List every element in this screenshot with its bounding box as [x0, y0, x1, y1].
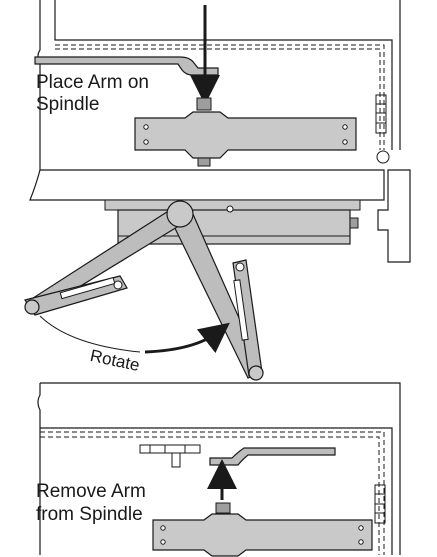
- top-hinge: [375, 94, 387, 134]
- bottom-bracket: [139, 444, 201, 468]
- spindle-hub: [166, 200, 194, 228]
- bottom-arm: [209, 447, 336, 466]
- top-pivot-circle: [376, 150, 390, 164]
- place-label-line2: Spindle: [36, 94, 99, 115]
- bottom-frame-left: [37, 383, 41, 555]
- bottom-panel-remove-arm: Remove Arm from Spindle: [36, 382, 401, 557]
- bottom-frame-inner: [40, 427, 393, 555]
- top-panel-place-arm: Place Arm on Spindle: [34, 0, 401, 200]
- right-forearm: [232, 259, 264, 381]
- top-closer-body: [134, 97, 357, 167]
- left-forearm: [24, 275, 128, 316]
- swing-arc: [39, 315, 141, 353]
- bottom-hinge: [374, 484, 386, 524]
- bottom-frame-top: [40, 382, 401, 555]
- middle-frame-profile: [377, 169, 411, 263]
- bottom-frame-dashed-1: [40, 431, 385, 555]
- rotate-label: Rotate: [88, 346, 141, 375]
- remove-label-line1: Remove Arm: [36, 481, 146, 502]
- middle-panel-rotate: Rotate: [24, 169, 411, 381]
- remove-label-line2: from Spindle: [36, 504, 143, 525]
- bottom-frame-dashed-2: [40, 436, 380, 555]
- top-frame-header-line: [54, 0, 393, 150]
- place-label-line1: Place Arm on: [36, 72, 149, 93]
- curved-arrow-icon: [144, 322, 230, 354]
- door-panel: [29, 169, 385, 201]
- bottom-closer-body: [152, 502, 373, 557]
- top-frame-dashed-2: [55, 48, 381, 150]
- top-frame-dashed-1: [55, 44, 385, 150]
